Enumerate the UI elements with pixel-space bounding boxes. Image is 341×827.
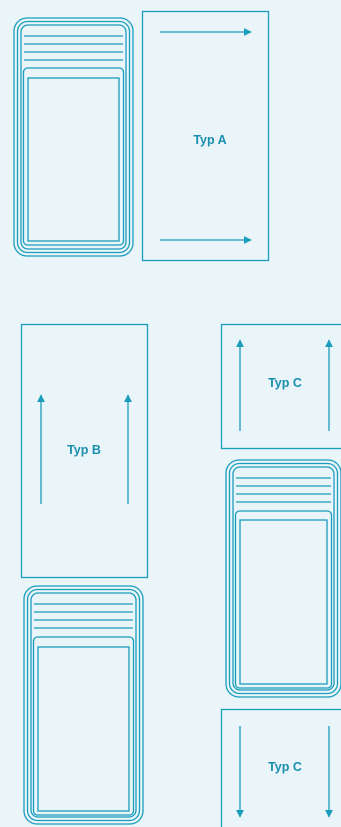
card-stack-b <box>23 585 144 825</box>
card-stack-c <box>225 459 341 698</box>
label-type-c-top: Typ C <box>268 376 302 390</box>
label-type-a: Typ A <box>193 133 226 147</box>
panel-type-a <box>141 10 270 262</box>
panel-type-c-top <box>220 323 341 450</box>
label-type-c-bottom: Typ C <box>268 760 302 774</box>
label-type-b: Typ B <box>67 443 101 457</box>
panel-type-b <box>20 323 149 579</box>
card-stack-a <box>13 17 134 257</box>
panel-type-c-bottom <box>220 708 341 827</box>
